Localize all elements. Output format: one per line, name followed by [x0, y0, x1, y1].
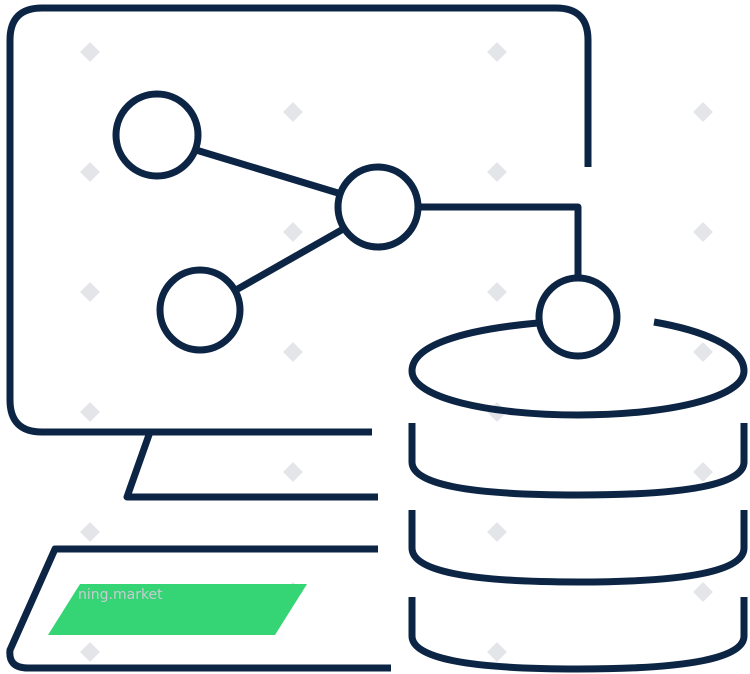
watermark-diamond: [693, 342, 713, 362]
watermark-diamond: [283, 222, 303, 242]
watermark-diamond: [283, 342, 303, 362]
graph-edge-bottom: [234, 224, 347, 294]
watermark-diamond: [693, 462, 713, 482]
keyboard-accent-panel: [48, 584, 307, 635]
watermark-diamond: [283, 102, 303, 122]
watermark-diamond: [693, 222, 713, 242]
keyboard-outline: [6, 545, 391, 672]
graph-node-bottom-left: [156, 266, 244, 354]
monitor-icon: [6, 4, 592, 501]
database-layer-2: [408, 510, 748, 586]
watermark-diamond: [80, 522, 100, 542]
database-layer-1: [408, 423, 748, 499]
graph-edge-top: [194, 146, 340, 197]
watermark-diamond: [80, 282, 100, 302]
graph-edge-database: [418, 203, 582, 278]
monitor-stand: [123, 430, 378, 501]
network-graph-icon: [112, 90, 621, 360]
watermark-diamond: [487, 522, 507, 542]
watermark-diamond: [80, 402, 100, 422]
keyboard-icon: [6, 545, 391, 672]
database-top-ellipse: [408, 318, 748, 419]
watermark-text: ning.market: [78, 587, 163, 603]
watermark-diamond: [80, 162, 100, 182]
watermark-diamond: [693, 102, 713, 122]
watermark-diamond: [80, 42, 100, 62]
watermark-diamond: [487, 642, 507, 662]
database-icon: [408, 318, 748, 673]
graph-node-top-left: [112, 90, 202, 180]
watermark-diamond: [80, 642, 100, 662]
watermark-diamond: [487, 162, 507, 182]
watermark-diamond: [487, 42, 507, 62]
database-layer-3: [408, 597, 748, 673]
graph-node-database: [535, 274, 621, 360]
graph-node-center: [334, 163, 422, 251]
monitor-frame: [6, 4, 592, 436]
watermark-diamond: [487, 282, 507, 302]
watermark-diamond: [283, 462, 303, 482]
watermark-diamond: [693, 582, 713, 602]
watermark-pattern: [80, 42, 713, 662]
